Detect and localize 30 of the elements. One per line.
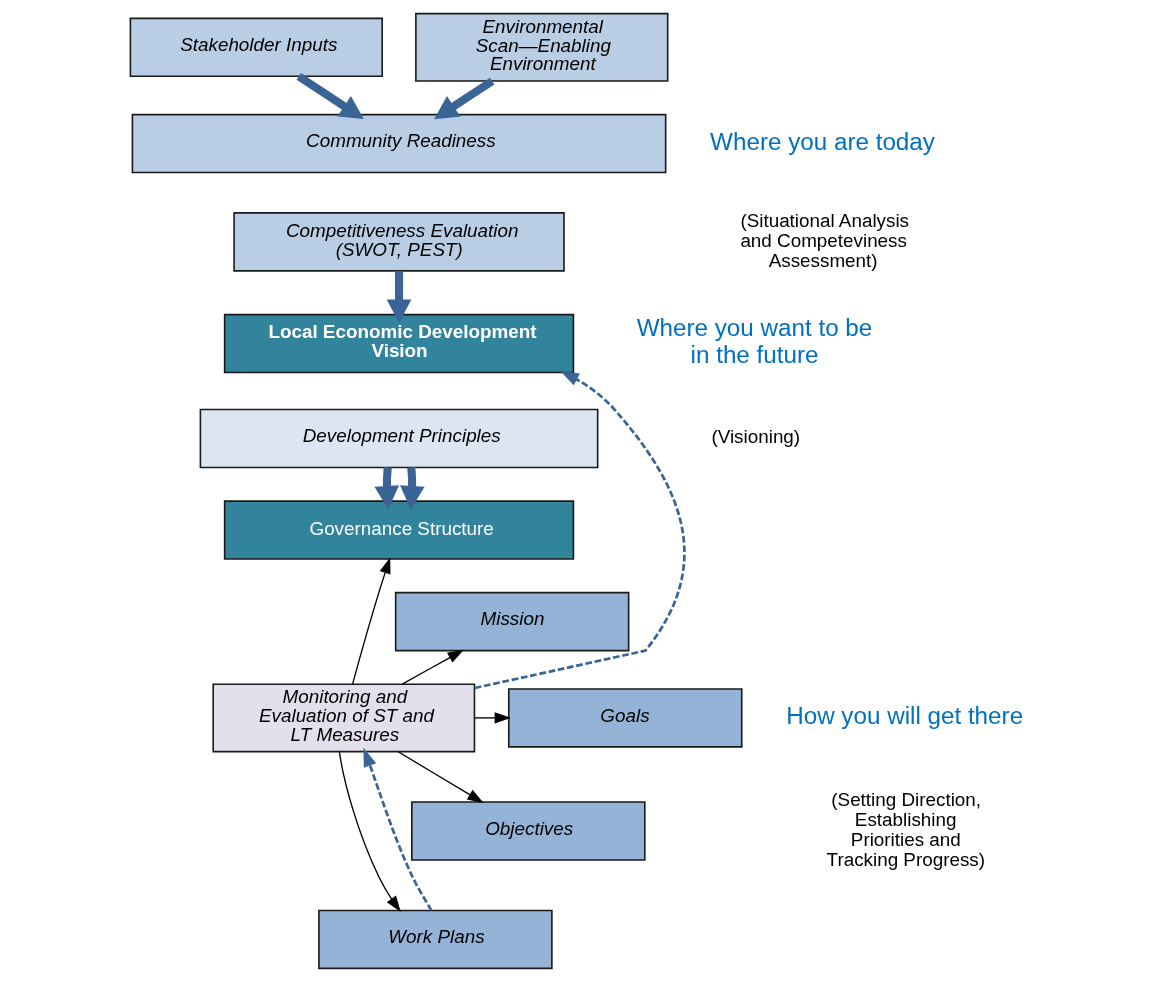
arrow (474, 370, 686, 690)
arrow (397, 751, 484, 803)
node-box: Goals (507, 688, 743, 748)
arrow (400, 467, 425, 510)
arrow (386, 271, 412, 324)
node-box: Environmental Scan—Enabling Environment (415, 12, 669, 82)
label: (Visioning) (711, 426, 801, 448)
arrow (374, 467, 400, 510)
label: (Setting Direction, Establishing Priorities and Tracking Progress) (826, 788, 986, 871)
arrow (401, 649, 464, 685)
arrow (363, 747, 433, 911)
arrow (296, 73, 364, 120)
label: Where you are today (710, 127, 935, 155)
arrow (338, 750, 401, 912)
arrow (434, 77, 495, 120)
node-box: Local Economic Development Vision (223, 313, 575, 374)
arrow (352, 557, 391, 685)
node-box: Development Principles (199, 408, 599, 469)
node-box: Objectives (411, 801, 646, 861)
node-box: Stakeholder Inputs (129, 17, 383, 78)
node-box: Governance Structure (223, 500, 575, 560)
arrow (473, 712, 511, 724)
label: How you will get there (786, 701, 1024, 729)
node-box: Monitoring and Evaluation of ST and LT Measures (212, 683, 476, 753)
node-box: Mission (394, 591, 630, 652)
label: Where you want to be in the future (636, 314, 873, 368)
node-box: Competitiveness Evaluation (SWOT, PEST) (233, 212, 565, 272)
node-box: Work Plans (318, 909, 553, 970)
label: (Situational Analysis and Competeviness Assessment) (740, 209, 910, 272)
node-box: Community Readiness (131, 113, 667, 174)
